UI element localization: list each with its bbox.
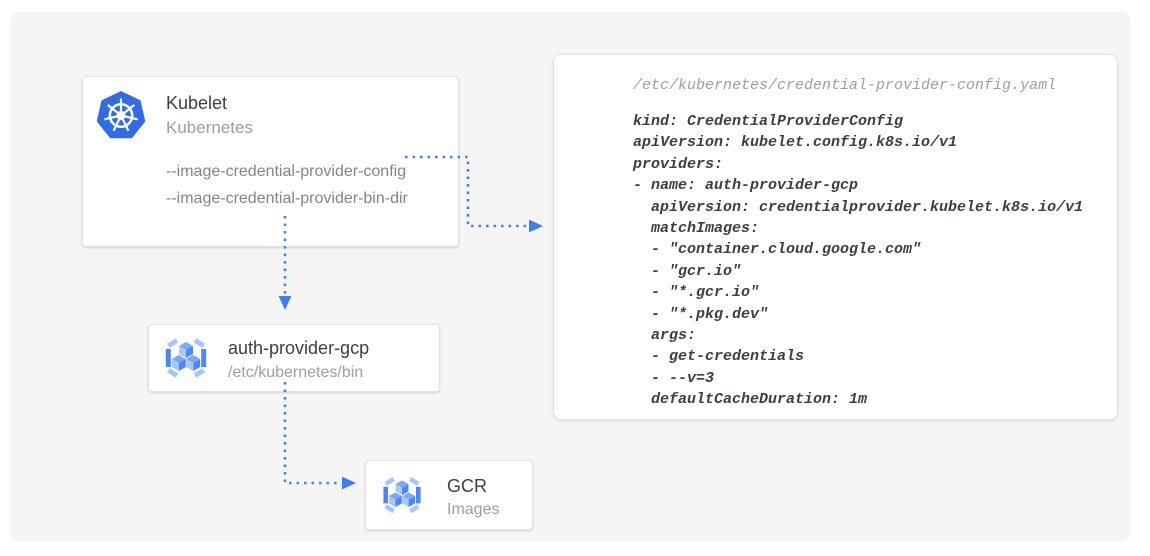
kubelet-flag-bin-dir: --image-credential-provider-bin-dir: [166, 190, 408, 207]
gcr-node: GCR Images: [365, 460, 533, 530]
auth-provider-gcp-node: auth-provider-gcp /etc/kubernetes/bin: [148, 324, 440, 392]
auth-provider-gcp-subtitle: /etc/kubernetes/bin: [228, 364, 364, 381]
kubelet-title: Kubelet: [166, 93, 228, 113]
kubelet-flags: --image-credential-provider-config --ima…: [166, 158, 408, 212]
kubelet-subtitle: Kubernetes: [166, 118, 253, 137]
gcr-subtitle: Images: [447, 501, 500, 518]
credential-provider-config-card: /etc/kubernetes/credential-provider-conf…: [553, 54, 1118, 420]
config-file-path: /etc/kubernetes/credential-provider-conf…: [633, 77, 1057, 94]
diagram-canvas: Kubelet Kubernetes --image-credential-pr…: [10, 12, 1130, 541]
gcr-title: GCR: [447, 476, 487, 496]
auth-provider-gcp-title: auth-provider-gcp: [228, 338, 370, 358]
kubelet-node: Kubelet Kubernetes --image-credential-pr…: [82, 76, 459, 247]
kubernetes-icon: [95, 90, 147, 142]
config-file-content: kind: CredentialProviderConfig apiVersio…: [633, 113, 1084, 409]
gcr-icon: [161, 334, 211, 384]
kubelet-flag-config: --image-credential-provider-config: [166, 163, 407, 180]
gcr-icon: [379, 473, 425, 519]
